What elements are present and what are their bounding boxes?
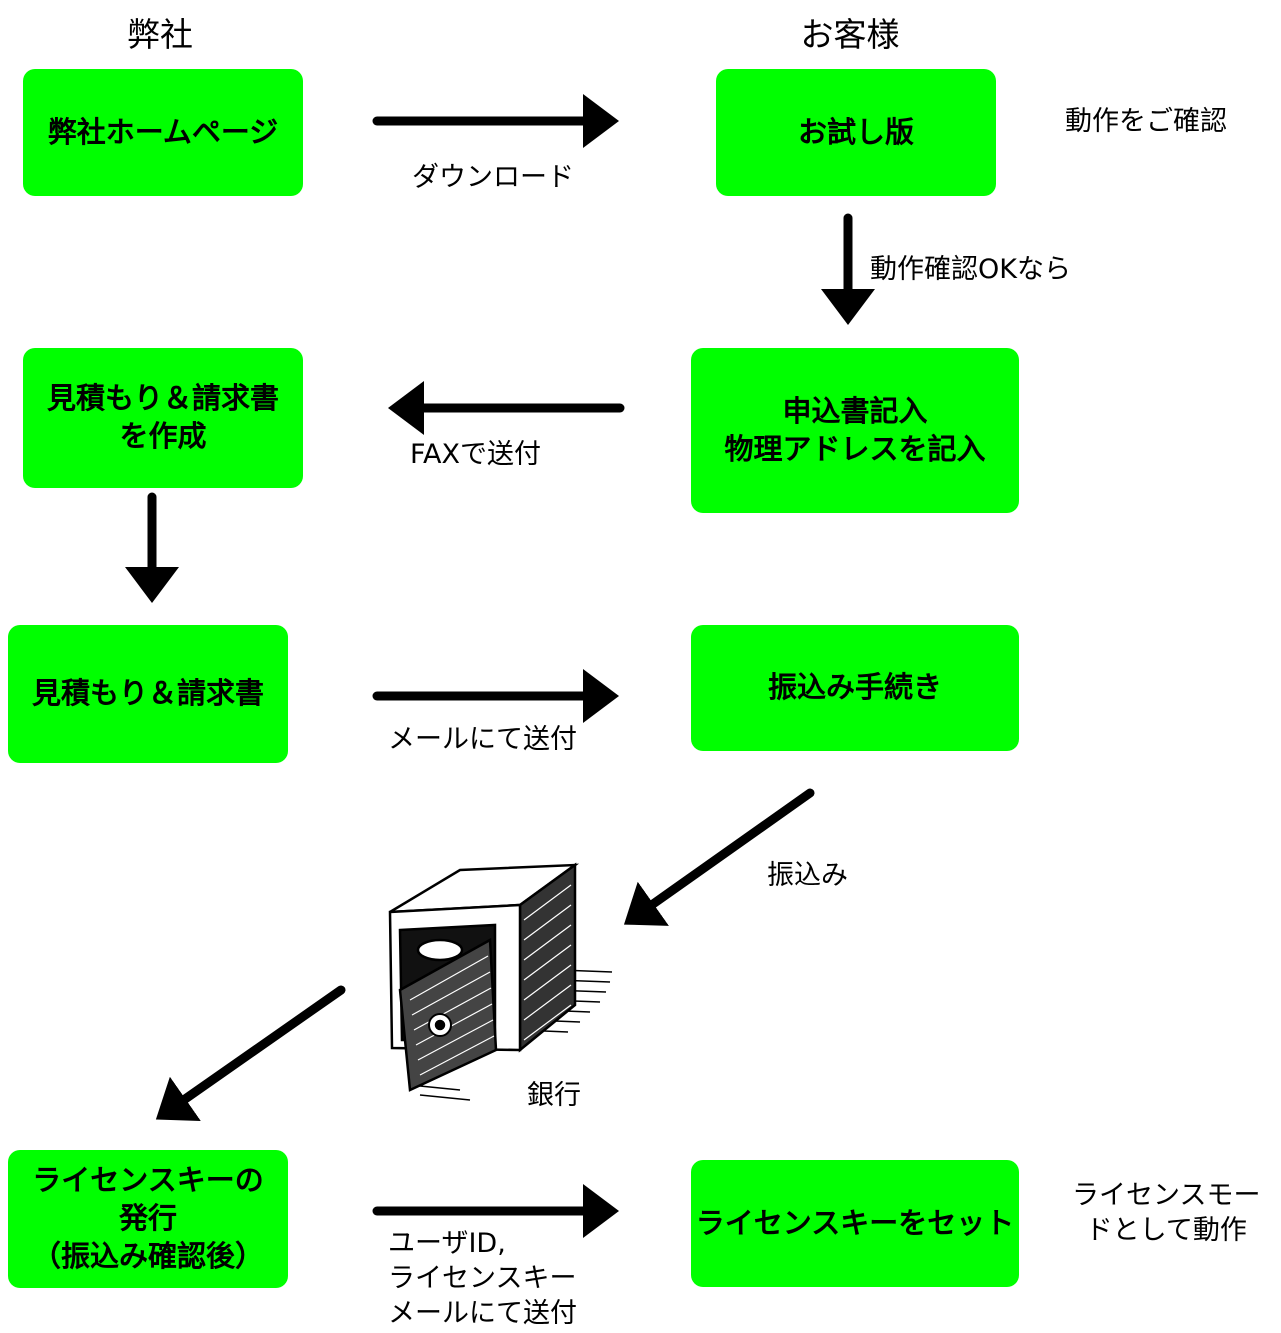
customer-header: お客様 [800, 15, 900, 54]
arrow-transfer [623, 788, 815, 926]
download-label: ダウンロード [412, 162, 574, 193]
check-operation-label: 動作をご確認 [1065, 106, 1227, 137]
bank-label: 銀行 [527, 1080, 581, 1111]
license-issue-box: ライセンスキーの 発行 （振込み確認後） [8, 1150, 288, 1288]
company-header: 弊社 [127, 15, 193, 54]
estimate-box: 見積もり＆請求書 [8, 625, 288, 763]
transfer-label: 振込み [767, 860, 848, 891]
trial-version-box: お試し版 [716, 69, 996, 196]
license-mode-label: ライセンスモー ドとして動作 [1072, 1180, 1261, 1247]
homepage-box: 弊社ホームページ [23, 69, 303, 196]
application-form-box: 申込書記入 物理アドレスを記入 [691, 348, 1019, 513]
bank-safe-icon [388, 862, 613, 1101]
payment-procedure-box: 振込み手続き [691, 625, 1019, 751]
estimate-create-box: 見積もり＆請求書 を作成 [23, 348, 303, 488]
if-ok-label: 動作確認OKなら [870, 254, 1071, 285]
fax-label: FAXで送付 [410, 439, 542, 470]
license-set-box: ライセンスキーをセット [691, 1160, 1019, 1287]
userid-mail-label: ユーザID, ライセンスキー メールにて送付 [388, 1228, 577, 1330]
mail-send-label: メールにて送付 [388, 724, 577, 755]
arrow-bank-to-issue [155, 985, 346, 1121]
